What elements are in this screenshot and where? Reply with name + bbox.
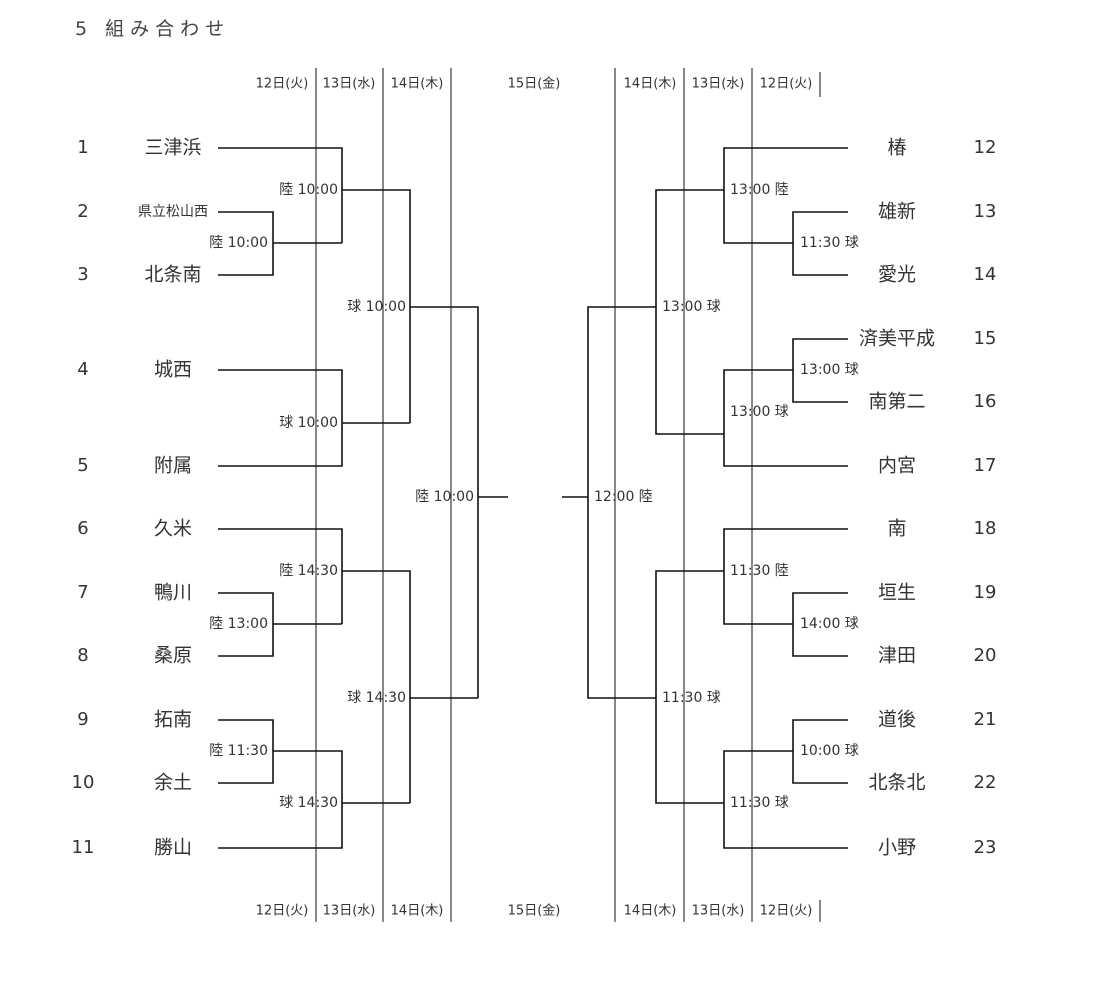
team-name: 拓南: [154, 709, 192, 731]
day-header: 15日(金): [508, 76, 561, 92]
team-name: 椿: [887, 137, 906, 159]
team-seed-number: 11: [72, 837, 95, 858]
team-seed-number: 1: [77, 137, 88, 158]
bracket-line: [655, 570, 724, 804]
team-name: 附属: [154, 455, 192, 477]
day-header: 12日(火): [256, 77, 309, 92]
team-seed-number: 2: [77, 201, 88, 222]
team-seed-number: 12: [974, 137, 997, 158]
match-time-venue: 陸 11:30: [209, 743, 268, 759]
team-name: 県立松山西: [138, 204, 208, 220]
team-name: 南第二: [868, 391, 925, 413]
match-time-venue: 13:00 陸: [730, 182, 789, 198]
team-seed-number: 22: [974, 772, 997, 793]
team-name: 桑原: [154, 645, 192, 667]
match-time-venue: 陸 13:00: [209, 616, 268, 632]
day-header: 14日(木): [624, 904, 677, 919]
team-name: 小野: [878, 837, 916, 859]
team-name: 北条北: [868, 772, 925, 794]
day-header: 12日(火): [760, 904, 813, 919]
team-name: 勝山: [154, 837, 192, 859]
match-time-venue: 球 14:30: [347, 690, 406, 706]
team-name: 鴨川: [154, 582, 192, 604]
team-name: 三津浜: [144, 137, 201, 159]
match-time-venue: 13:00 球: [662, 299, 721, 315]
team-seed-number: 10: [72, 772, 95, 793]
team-seed-number: 20: [974, 645, 997, 666]
page-title: 5 組み合わせ: [75, 18, 231, 40]
bracket-line: [723, 528, 848, 625]
day-header: 13日(水): [323, 904, 376, 919]
bracket-line: [723, 147, 848, 244]
team-name: 北条南: [144, 264, 201, 286]
team-name: 津田: [878, 645, 916, 667]
team-seed-number: 21: [974, 709, 997, 730]
team-name: 城西: [154, 359, 192, 381]
team-seed-number: 19: [974, 582, 997, 603]
day-header: 14日(木): [391, 904, 444, 919]
day-header: 13日(水): [692, 904, 745, 919]
bracket-line: [655, 189, 724, 435]
match-time-venue: 球 14:30: [279, 795, 338, 811]
team-seed-number: 18: [974, 518, 997, 539]
team-name: 雄新: [878, 201, 916, 223]
team-name: 久米: [154, 518, 192, 540]
match-time-venue: 陸 10:00: [279, 182, 338, 198]
bracket-line: [218, 147, 343, 243]
team-name: 愛光: [878, 264, 916, 286]
day-header: 14日(木): [391, 77, 444, 92]
match-time-venue: 陸 10:00: [415, 489, 474, 505]
bracket-line: [218, 750, 343, 849]
bracket-line: [218, 528, 343, 624]
team-seed-number: 7: [77, 582, 88, 603]
team-seed-number: 16: [974, 391, 997, 412]
match-time-venue: 陸 10:00: [209, 235, 268, 251]
bracket-line: [723, 369, 848, 467]
day-header: 13日(水): [692, 77, 745, 92]
team-seed-number: 3: [77, 264, 88, 285]
team-seed-number: 15: [974, 328, 997, 349]
day-header: 13日(水): [323, 77, 376, 92]
bracket-line: [723, 750, 848, 849]
bracket-line: [792, 592, 848, 657]
bracket-line: [792, 211, 848, 276]
match-time-venue: 11:30 球: [800, 235, 859, 251]
team-seed-number: 5: [77, 455, 88, 476]
team-name: 余土: [154, 772, 192, 794]
bracket-line: [218, 369, 343, 467]
match-time-venue: 陸 14:30: [279, 563, 338, 579]
team-name: 内宮: [878, 455, 916, 477]
team-name: 垣生: [878, 582, 916, 604]
match-time-venue: 球 10:00: [347, 299, 406, 315]
match-time-venue: 13:00 球: [730, 404, 789, 420]
team-seed-number: 23: [974, 837, 997, 858]
team-seed-number: 14: [974, 264, 997, 285]
bracket-line: [587, 306, 656, 699]
team-seed-number: 13: [974, 201, 997, 222]
team-seed-number: 8: [77, 645, 88, 666]
bracket-line: [342, 570, 411, 803]
team-seed-number: 4: [77, 359, 88, 380]
day-header: 12日(火): [256, 904, 309, 919]
team-seed-number: 6: [77, 518, 88, 539]
team-seed-number: 17: [974, 455, 997, 476]
day-header: 15日(金): [508, 903, 561, 919]
team-name: 南: [887, 518, 906, 540]
team-name: 済美平成: [859, 328, 935, 350]
bracket-line: [342, 189, 411, 423]
day-header: 12日(火): [760, 77, 813, 92]
bracket-line: [410, 306, 479, 698]
team-name: 道後: [878, 709, 916, 731]
match-time-venue: 10:00 球: [800, 743, 859, 759]
day-header: 14日(木): [624, 77, 677, 92]
match-time-venue: 14:00 球: [800, 616, 859, 632]
team-seed-number: 9: [77, 709, 88, 730]
match-time-venue: 11:30 球: [730, 795, 789, 811]
match-time-venue: 12:00 陸: [594, 489, 653, 505]
match-time-venue: 13:00 球: [800, 362, 859, 378]
match-time-venue: 11:30 球: [662, 690, 721, 706]
match-time-venue: 球 10:00: [279, 415, 338, 431]
match-time-venue: 11:30 陸: [730, 563, 789, 579]
